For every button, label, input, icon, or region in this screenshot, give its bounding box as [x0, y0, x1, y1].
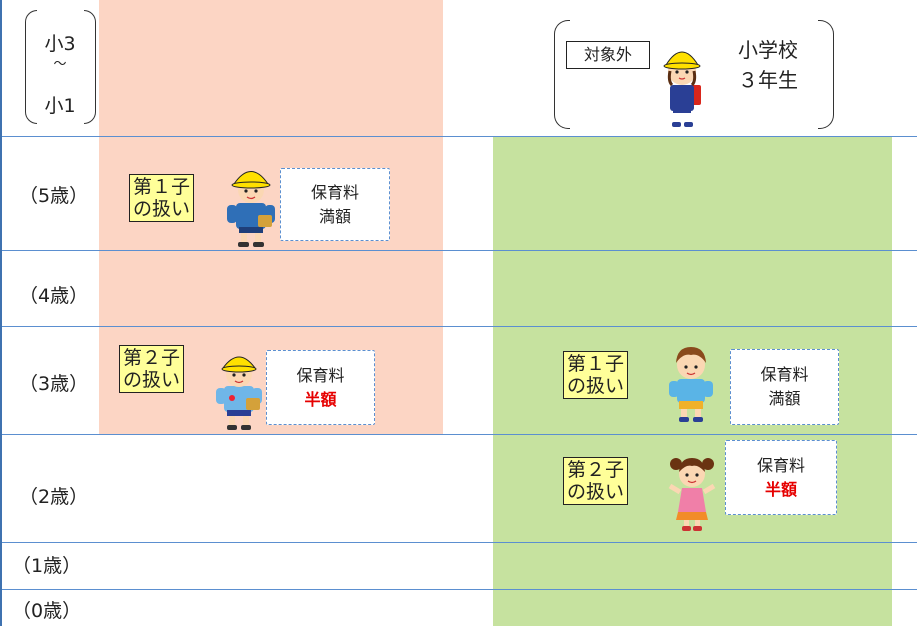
left-grade-bottom: 小1 — [44, 95, 76, 117]
right-grade-bracket-open — [554, 20, 570, 129]
row-divider — [0, 542, 917, 543]
age-label-3: （3歳） — [19, 373, 89, 395]
age-label-5: （5歳） — [19, 185, 89, 207]
row-divider — [0, 434, 917, 435]
girl-pigtails-icon — [668, 458, 716, 531]
fee-box-full: 保育料 満額 — [730, 349, 839, 425]
right-grade-line2: ３年生 — [738, 68, 798, 92]
right-grade-bracket-close — [818, 20, 834, 129]
boy-blue-shirt-icon — [669, 347, 713, 422]
excluded-label: 対象外 — [566, 41, 650, 69]
row-divider — [0, 136, 917, 137]
first-child-label: 第１子 の扱い — [129, 174, 195, 222]
label-line2: の扱い — [567, 481, 625, 503]
second-child-label: 第２子 の扱い — [563, 457, 629, 505]
fee-box-full: 保育料 満額 — [280, 168, 390, 241]
fee-title: 保育料 — [296, 365, 345, 385]
age-label-1: （1歳） — [12, 555, 82, 577]
row-divider — [0, 589, 917, 590]
second-child-label: 第２子 の扱い — [119, 345, 185, 393]
fee-title: 保育料 — [760, 365, 809, 384]
label-line1: 第２子 — [567, 459, 625, 481]
left-grade-bracket-close — [84, 10, 96, 124]
row-divider — [0, 326, 917, 327]
boy-bag-icon — [216, 356, 262, 430]
boy-yellow-hat-icon — [227, 171, 275, 247]
age-label-0: （0歳） — [12, 600, 82, 622]
label-line1: 第２子 — [123, 347, 181, 369]
left-grade-top: 小3 — [44, 33, 76, 55]
right-grade-line1: 小学校 — [738, 38, 798, 62]
label-line1: 第１子 — [567, 353, 625, 375]
age-label-2: （2歳） — [19, 486, 89, 508]
age-label-4: （4歳） — [19, 285, 89, 307]
label-line2: の扱い — [123, 369, 181, 391]
fee-amount: 満額 — [768, 389, 801, 408]
fee-title: 保育料 — [756, 455, 805, 475]
label-line1: 第１子 — [133, 176, 191, 198]
left-border — [0, 0, 2, 626]
row-divider — [0, 250, 917, 251]
fee-amount: 満額 — [318, 206, 351, 226]
label-line2: の扱い — [567, 375, 625, 397]
first-child-label: 第１子 の扱い — [563, 351, 629, 399]
fee-amount: 半額 — [304, 389, 337, 409]
fee-title: 保育料 — [310, 182, 359, 202]
left-grade-wave: 〜 — [53, 57, 67, 72]
fee-box-half: 保育料 半額 — [725, 440, 837, 515]
label-line2: の扱い — [133, 198, 191, 220]
fee-amount: 半額 — [764, 479, 797, 499]
fee-box-half: 保育料 半額 — [266, 350, 375, 425]
girl-yellow-hat-icon — [663, 51, 701, 127]
